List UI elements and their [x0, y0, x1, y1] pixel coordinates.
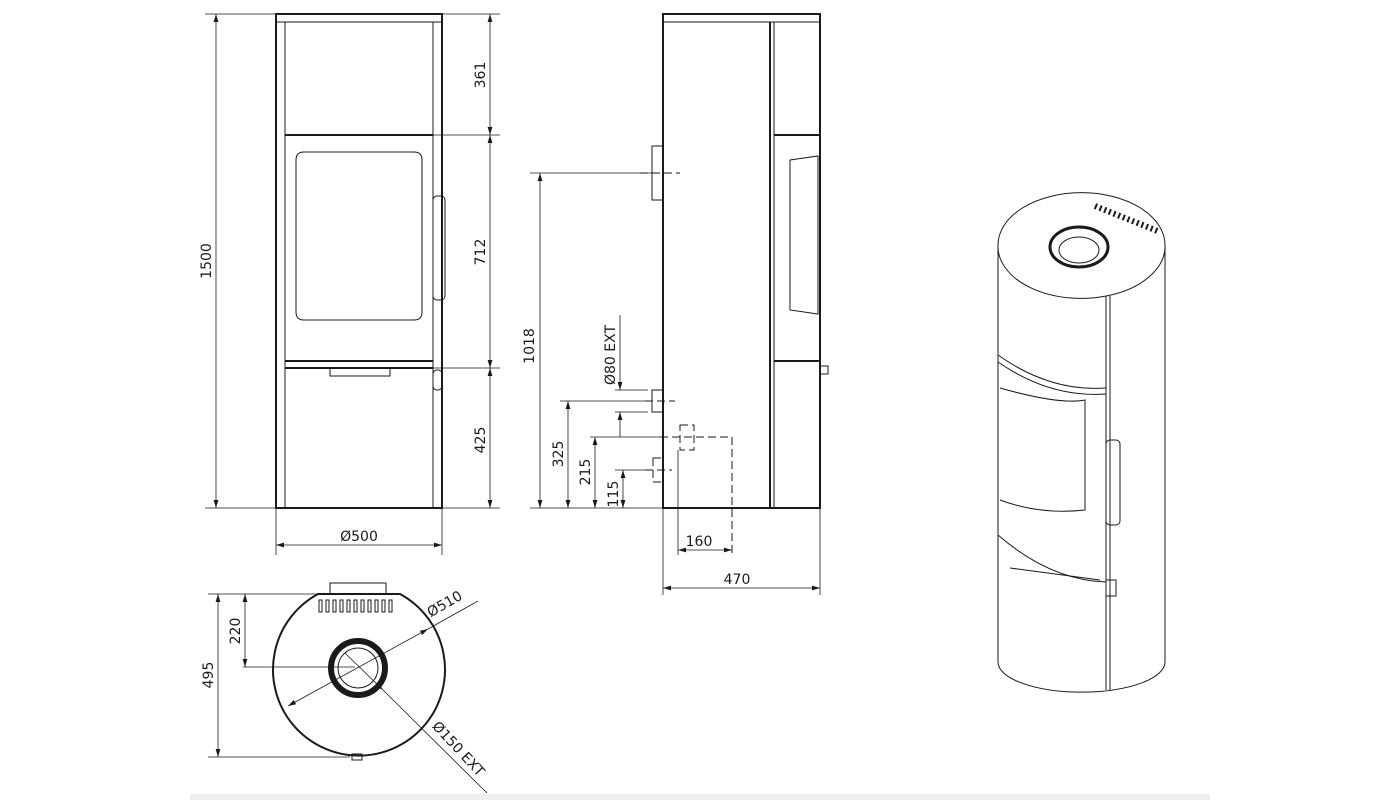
dim-bottom-section: 425: [473, 427, 489, 454]
side-view: 1018 325 215 115 Ø80 EXT 160 470: [522, 13, 829, 595]
top-outline: [272, 593, 446, 757]
dim-air-inlet-diameter: Ø80 EXT: [603, 325, 619, 385]
dim-top-section: 361: [473, 62, 489, 89]
dim-outer-diameter: Ø510: [425, 588, 466, 621]
dim-flue-offset: 220: [228, 618, 244, 645]
top-view: 495 220 Ø510 Ø150 EXT: [201, 582, 488, 794]
perspective-view: [997, 192, 1166, 693]
dim-height: 1500: [199, 243, 215, 279]
dim-low-inlet-height: 115: [606, 481, 622, 508]
door-glass: [295, 151, 423, 321]
front-view: 1500 361 712 425 Ø500: [199, 13, 500, 555]
dim-air-inlet-height: 325: [551, 441, 567, 468]
dim-flue-height: 1018: [522, 328, 538, 364]
dim-rear-outlet-height: 215: [578, 459, 594, 486]
vent-slots: [318, 599, 393, 613]
dim-rear-offset: 160: [686, 534, 713, 550]
dim-depth: 470: [724, 572, 751, 588]
dim-diameter: Ø500: [340, 529, 378, 545]
flue-collar: [328, 638, 388, 698]
door-handle: [432, 195, 446, 301]
bottom-bar: [190, 794, 1210, 800]
dim-door-section: 712: [473, 239, 489, 266]
dim-top-depth: 495: [201, 662, 217, 689]
dim-flue-diameter: Ø150 EXT: [429, 719, 488, 781]
